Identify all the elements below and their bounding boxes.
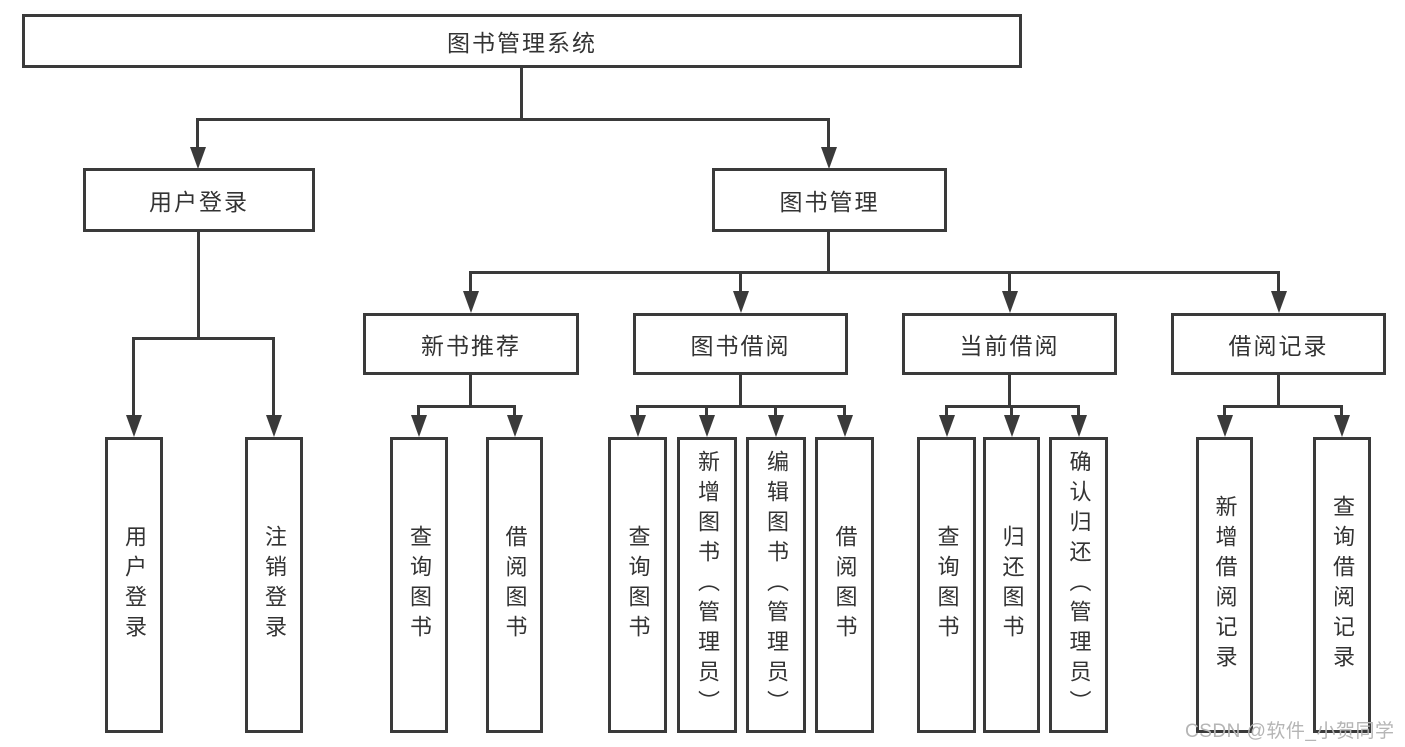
node-borrowing-records-label: 借阅记录 [1228, 333, 1329, 359]
node-leaf-user-login: 用户登录 [105, 437, 163, 733]
connector-current-borrowing-stub [1008, 375, 1011, 406]
node-leaf-add-books-admin-label: 新增图书（管理员） [695, 450, 720, 720]
arrow-down-to-book-borrowing [739, 271, 742, 291]
node-leaf-confirm-return-admin: 确认归还（管理员） [1049, 437, 1108, 733]
node-new-book-recommend-label: 新书推荐 [421, 333, 521, 359]
arrow-down-to-user-login [196, 118, 199, 147]
arrow-down-to-logout-leaf [272, 337, 275, 415]
node-leaf-borrow-books-label: 借阅图书 [502, 525, 528, 645]
node-book-borrowing: 图书借阅 [633, 313, 848, 375]
node-leaf-query-books-label: 查询图书 [625, 525, 651, 645]
node-leaf-logout-label: 注销登录 [262, 525, 287, 645]
arrow-down-leaf [1077, 405, 1080, 415]
node-leaf-edit-books-admin: 编辑图书（管理员） [746, 437, 806, 733]
node-leaf-user-login-label: 用户登录 [122, 525, 147, 645]
node-book-management-label: 图书管理 [779, 189, 880, 215]
arrow-down-leaf [1340, 405, 1343, 415]
node-leaf-add-borrow-record: 新增借阅记录 [1196, 437, 1253, 733]
connector-user-login-stub [197, 232, 200, 337]
node-leaf-query-books: 查询图书 [917, 437, 976, 733]
connector-book-borrowing-stub [739, 375, 742, 406]
arrow-down-leaf [945, 405, 948, 415]
connector-user-login-bar [132, 337, 275, 340]
arrow-down-leaf [513, 405, 516, 415]
node-current-borrowing: 当前借阅 [902, 313, 1117, 375]
connector-root-stub [520, 68, 523, 118]
node-leaf-borrow-books: 借阅图书 [486, 437, 543, 733]
node-leaf-query-borrow-record-label: 查询借阅记录 [1330, 495, 1355, 675]
connector-borrowing-records-stub [1277, 375, 1280, 406]
connector-level1-bar [197, 118, 830, 121]
arrow-down-leaf [774, 405, 777, 415]
connector-borrowing-records-bar [1223, 405, 1343, 408]
node-leaf-query-books: 查询图书 [390, 437, 448, 733]
arrow-down-to-user-login-leaf [132, 337, 135, 415]
node-current-borrowing-label: 当前借阅 [959, 333, 1060, 359]
node-book-management: 图书管理 [712, 168, 947, 232]
arrow-down-to-current-borrowing [1008, 271, 1011, 291]
connector-book-borrowing-bar [636, 405, 846, 408]
node-leaf-query-borrow-record: 查询借阅记录 [1313, 437, 1371, 733]
node-leaf-confirm-return-admin-label: 确认归还（管理员） [1066, 450, 1092, 720]
node-user-login-label: 用户登录 [149, 189, 249, 215]
node-leaf-query-books: 查询图书 [608, 437, 667, 733]
arrow-down-leaf [1010, 405, 1013, 415]
arrow-down-to-borrowing-records [1277, 271, 1280, 291]
node-user-login: 用户登录 [83, 168, 315, 232]
arrow-down-leaf [417, 405, 420, 415]
node-root-label: 图书管理系统 [447, 30, 597, 56]
node-leaf-return-books-label: 归还图书 [999, 525, 1025, 645]
node-leaf-add-borrow-record-label: 新增借阅记录 [1212, 495, 1238, 675]
node-leaf-query-books-label: 查询图书 [934, 525, 960, 645]
connector-new-book-recommend-bar [417, 405, 516, 408]
arrow-down-leaf [705, 405, 708, 415]
node-leaf-return-books: 归还图书 [983, 437, 1040, 733]
node-leaf-add-books-admin: 新增图书（管理员） [677, 437, 737, 733]
node-leaf-query-books-label: 查询图书 [407, 525, 432, 645]
arrow-down-to-new-book-recommend [469, 271, 472, 291]
node-leaf-edit-books-admin-label: 编辑图书（管理员） [764, 450, 789, 720]
node-borrowing-records: 借阅记录 [1171, 313, 1386, 375]
arrow-down-leaf [843, 405, 846, 415]
connector-book-management-stub [827, 232, 830, 271]
node-leaf-borrow-books: 借阅图书 [815, 437, 874, 733]
arrow-down-to-book-management [827, 118, 830, 147]
node-book-borrowing-label: 图书借阅 [690, 333, 791, 359]
arrow-down-leaf [1223, 405, 1226, 415]
connector-new-book-recommend-stub [469, 375, 472, 406]
node-leaf-borrow-books-label: 借阅图书 [832, 525, 858, 645]
connector-level3-bar [469, 271, 1280, 274]
csdn-watermark: CSDN @软件_小贺同学 [1185, 721, 1395, 742]
node-new-book-recommend: 新书推荐 [363, 313, 579, 375]
arrow-down-leaf [636, 405, 639, 415]
node-leaf-logout: 注销登录 [245, 437, 303, 733]
node-root: 图书管理系统 [22, 14, 1022, 68]
